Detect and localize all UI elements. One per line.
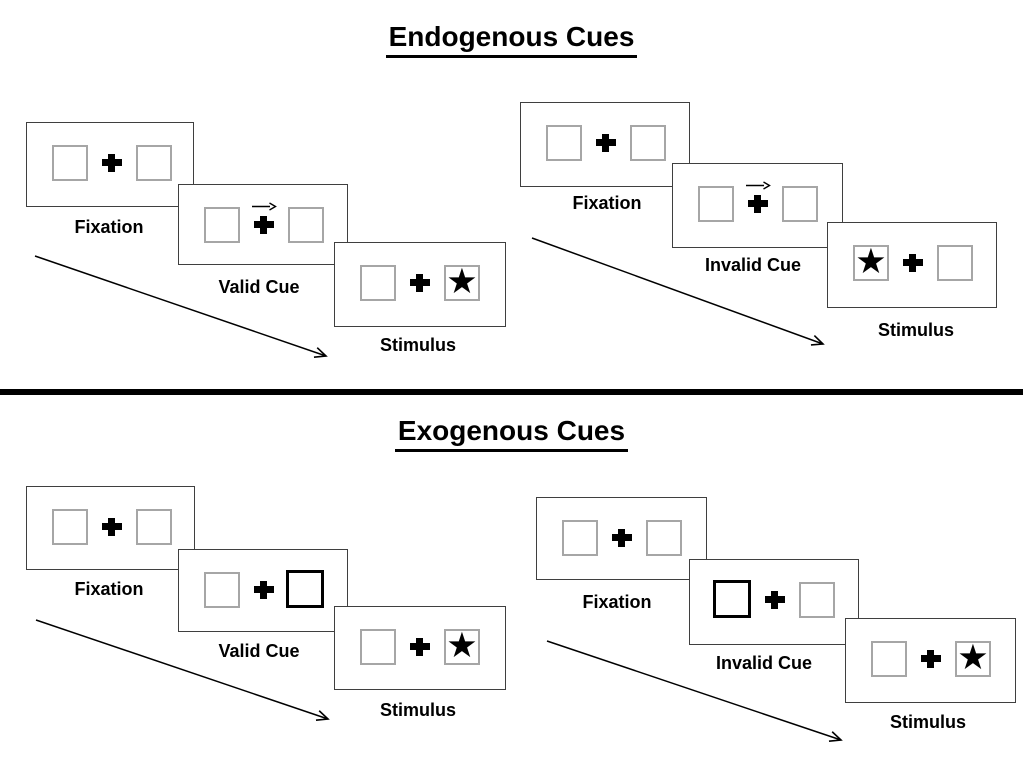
valid-cue-label: Valid Cue	[218, 277, 300, 297]
invalid-cue-panel	[689, 559, 859, 645]
left-box-with-star: ★	[853, 241, 889, 282]
exogenous-section-title: Exogenous Cues	[0, 415, 1023, 452]
highlighted-left-box-cue	[713, 580, 751, 618]
time-arrow-exogenous-valid	[35, 619, 330, 721]
time-arrow-endogenous-invalid	[531, 237, 825, 346]
fixation-cross-icon	[748, 195, 768, 213]
stimulus-label: Stimulus	[877, 320, 954, 340]
fixation-cross-icon	[102, 154, 122, 172]
cue-arrow-right-icon	[252, 202, 277, 211]
fixation-label: Fixation	[74, 579, 144, 599]
endogenous-title-text: Endogenous Cues	[385, 21, 638, 58]
right-box	[288, 207, 324, 243]
fixation-cross-icon	[903, 254, 923, 272]
right-box	[799, 582, 835, 618]
star-icon: ★	[446, 261, 478, 302]
left-box	[52, 145, 88, 181]
left-box	[360, 265, 396, 301]
left-box	[871, 641, 907, 677]
fixation-cross-icon	[765, 591, 785, 609]
time-arrow-endogenous-valid	[34, 255, 328, 358]
right-box	[937, 245, 973, 281]
left-box	[698, 186, 734, 222]
right-box	[782, 186, 818, 222]
valid-cue-panel	[178, 184, 348, 265]
fixation-cross-icon	[612, 529, 632, 547]
fixation-panel	[26, 486, 195, 570]
fixation-label: Fixation	[572, 193, 642, 213]
right-box	[646, 520, 682, 556]
fixation-cross-icon	[254, 581, 274, 599]
endogenous-section-title: Endogenous Cues	[0, 21, 1023, 58]
fixation-cross-icon	[254, 216, 274, 234]
fixation-panel	[536, 497, 707, 580]
right-box	[630, 125, 666, 161]
right-box-with-star: ★	[955, 637, 991, 678]
right-box	[136, 145, 172, 181]
highlighted-right-box-cue	[286, 570, 324, 608]
star-icon: ★	[855, 241, 887, 282]
fixation-panel	[520, 102, 690, 187]
fixation-label: Fixation	[74, 217, 144, 237]
fixation-panel	[26, 122, 194, 207]
left-box	[204, 207, 240, 243]
invalid-cue-panel	[672, 163, 843, 248]
fixation-cross-icon	[102, 518, 122, 536]
stimulus-panel: ★	[334, 242, 506, 327]
left-box	[546, 125, 582, 161]
fixation-cross-icon	[410, 274, 430, 292]
fixation-cross-icon	[921, 650, 941, 668]
left-box	[52, 509, 88, 545]
stimulus-panel: ★	[827, 222, 997, 308]
invalid-cue-label: Invalid Cue	[704, 255, 802, 275]
right-box	[136, 509, 172, 545]
fixation-label: Fixation	[582, 592, 652, 612]
cue-arrow-right-icon	[746, 181, 771, 190]
stimulus-panel: ★	[334, 606, 506, 690]
valid-cue-label: Valid Cue	[218, 641, 300, 661]
section-divider-line	[0, 389, 1023, 395]
exogenous-title-text: Exogenous Cues	[394, 415, 629, 452]
invalid-cue-label: Invalid Cue	[715, 653, 813, 673]
stimulus-panel: ★	[845, 618, 1016, 703]
right-box-with-star: ★	[444, 261, 480, 302]
valid-cue-panel	[178, 549, 348, 632]
fixation-cross-icon	[410, 638, 430, 656]
right-box-with-star: ★	[444, 625, 480, 666]
fixation-cross-icon	[596, 134, 616, 152]
star-icon: ★	[957, 637, 989, 678]
stimulus-label: Stimulus	[379, 700, 456, 720]
left-box	[360, 629, 396, 665]
left-box	[562, 520, 598, 556]
star-icon: ★	[446, 625, 478, 666]
left-box	[204, 572, 240, 608]
stimulus-label: Stimulus	[379, 335, 456, 355]
stimulus-label: Stimulus	[889, 712, 966, 732]
